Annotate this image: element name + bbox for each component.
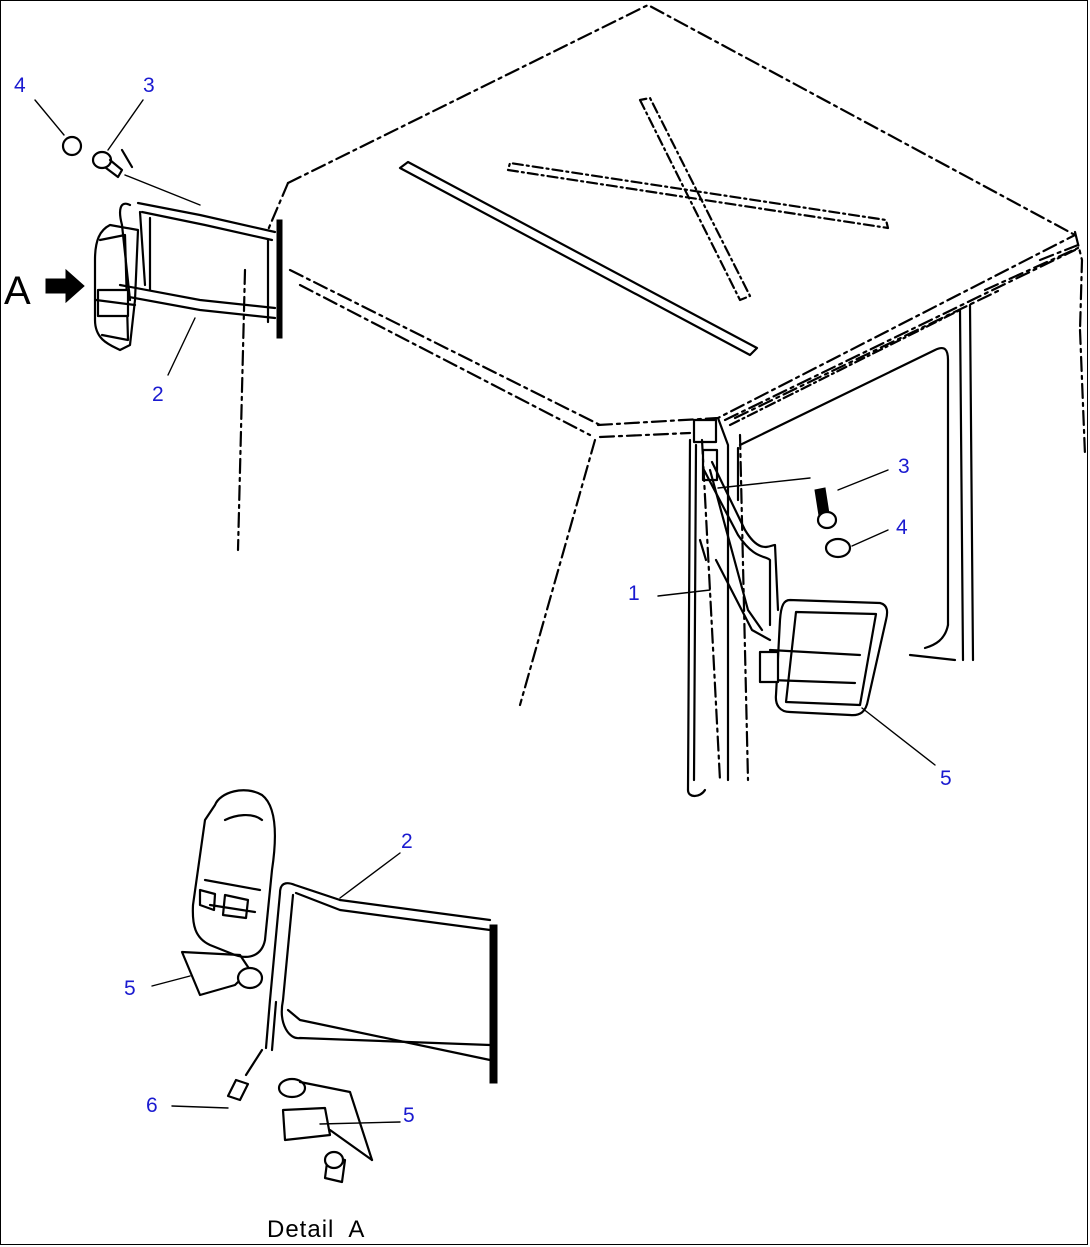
right-mirror-assembly bbox=[692, 418, 889, 717]
detail-a-caption: Detail A bbox=[267, 1216, 365, 1243]
cab-door-window bbox=[716, 246, 1080, 782]
callout-5-right: 5 bbox=[940, 767, 952, 790]
callout-4-right: 4 bbox=[896, 516, 908, 539]
view-arrow-a bbox=[45, 268, 85, 304]
roof-x-marking bbox=[398, 96, 890, 357]
view-letter-a: A bbox=[4, 269, 31, 313]
callout-2-detail: 2 bbox=[401, 830, 413, 853]
callout-6-detail: 6 bbox=[146, 1094, 158, 1117]
callout-2-top-left: 2 bbox=[152, 383, 164, 406]
callout-3-right: 3 bbox=[898, 455, 910, 478]
left-mirror-assembly bbox=[61, 135, 283, 352]
callout-5-detail-bottom: 5 bbox=[403, 1104, 415, 1127]
detail-a-assembly bbox=[180, 789, 498, 1184]
callout-3-top-left: 3 bbox=[143, 74, 155, 97]
cab-roof bbox=[266, 3, 1087, 457]
callout-4-top-left: 4 bbox=[14, 74, 26, 97]
callout-5-detail-left: 5 bbox=[124, 977, 136, 1000]
leader-lines bbox=[34, 99, 936, 1125]
callout-1-right: 1 bbox=[628, 582, 640, 605]
cab-pillars bbox=[236, 268, 750, 798]
